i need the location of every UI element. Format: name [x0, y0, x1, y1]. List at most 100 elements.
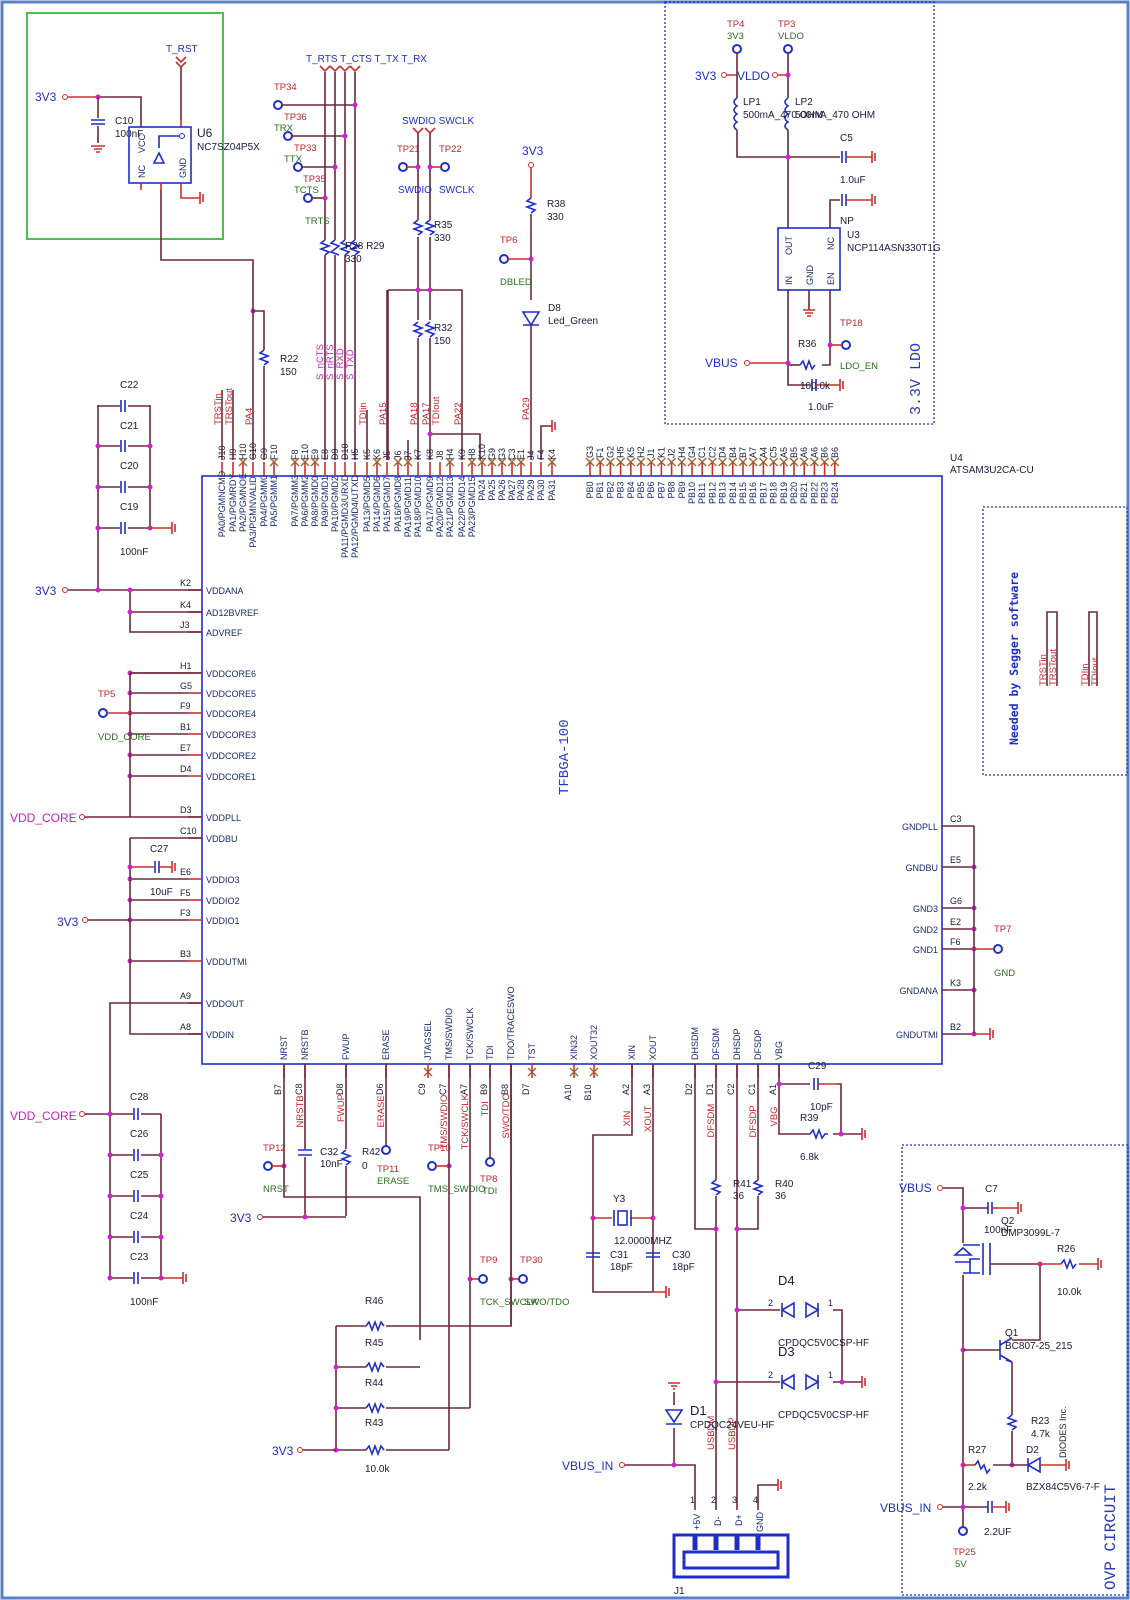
- q2-ref: Q2: [1001, 1216, 1015, 1227]
- c5-value: 1.0uF: [840, 175, 866, 186]
- u4-pb-pin-pb3: PB3: [616, 481, 626, 498]
- port-3v3: [62, 94, 68, 100]
- c29-value: 10pF: [810, 1102, 833, 1113]
- u4-ball-d9: D9: [330, 448, 340, 460]
- net-nrst: NRST: [263, 1184, 289, 1195]
- u4-pb-pin-pb0: PB0: [585, 481, 595, 498]
- no-connect-mark: [290, 457, 300, 467]
- u4-pin-vddcore2: VDDCORE2: [206, 751, 256, 761]
- u4-pin-name: PA9/PGMD1: [320, 476, 330, 527]
- u4-pin-vddpll: VDDPLL: [206, 813, 241, 823]
- d1-part: CPDQC24VEU-HF: [690, 1420, 774, 1431]
- net-tck-swclk: TCK_SWCLK: [480, 1297, 539, 1308]
- u4-pin-dhsdm: DHSDM: [690, 1027, 700, 1060]
- u4-pin-vddana: VDDANA: [206, 586, 244, 596]
- u4-ball-k2: K2: [180, 578, 191, 588]
- r36-ref: R36: [798, 339, 817, 350]
- tp34-label: TP34: [274, 82, 297, 93]
- c7-value: 100nF: [984, 1225, 1012, 1236]
- r46-ref: R46: [365, 1296, 384, 1307]
- u4-pb-ball: J1: [646, 448, 656, 458]
- u4-pb-ball: H4: [677, 446, 687, 458]
- no-connect-mark: [569, 1067, 579, 1077]
- no-connect-mark: [269, 457, 279, 467]
- tp6-label: TP6: [500, 235, 517, 246]
- u4-pb-pin-pb18: PB18: [769, 482, 779, 504]
- segger-tdiin: TDIin: [1080, 663, 1091, 686]
- c23-value: 100nF: [130, 1297, 158, 1308]
- u4-pin-name: PA8/PGMD0: [310, 476, 320, 527]
- u4-pb-ball: B5: [789, 447, 799, 458]
- no-connect-mark: [707, 457, 717, 467]
- no-connect-mark: [595, 457, 605, 467]
- u4-ball-e9: E9: [310, 449, 320, 460]
- r31-r32-value: 150: [434, 336, 451, 347]
- u4-pb-pin-pb7: PB7: [656, 481, 666, 498]
- u4-pb-pin-pb8: PB8: [667, 481, 677, 498]
- c29-ref: C29: [808, 1061, 827, 1072]
- u4-package: TFBGA-100: [557, 719, 573, 795]
- no-connect-mark: [830, 457, 840, 467]
- sig-usbdm: USBDM: [706, 1416, 717, 1450]
- decoupling-capacitor: [120, 400, 126, 412]
- no-connect-mark: [687, 457, 697, 467]
- tp3-label: TP3: [778, 19, 795, 30]
- ovp-title: OVP CIRCUIT: [1102, 1484, 1120, 1590]
- u6-pin-gnd: GND: [178, 158, 188, 179]
- swd-block: SWDIO SWCLK TP21 TP22 SWDIO SWCLK R35 33…: [387, 116, 481, 460]
- u4-ball-f4: F4: [536, 449, 546, 460]
- no-connect-mark: [547, 457, 557, 467]
- tp35-label: TP35: [303, 174, 326, 185]
- u4-right-pins: C3GNDPLLE5GNDBUG6GND3E2GND2F6GND1K3GNDAN…: [896, 814, 977, 1040]
- sig-s-txd: S_TXD: [345, 349, 356, 380]
- q1-ref: Q1: [1005, 1328, 1019, 1339]
- u4-ball-a7: A7: [459, 1084, 469, 1095]
- u4-pin-gndana: GNDANA: [899, 986, 938, 996]
- u6-ref: U6: [197, 126, 213, 140]
- sig-tms-swdio: TMS/SWDIO: [439, 1095, 450, 1150]
- pullup-resistor: [365, 1319, 385, 1333]
- d8-ref: D8: [548, 303, 561, 314]
- u4-pb-ball: B7: [738, 447, 748, 458]
- core-supply: TP5 VDD_CORE VDD_CORE C27 10uF 3V3: [10, 672, 202, 1114]
- d2-ref: D2: [1026, 1445, 1039, 1456]
- no-connect-mark: [677, 457, 687, 467]
- u4-ball-h5: H5: [350, 448, 360, 460]
- u4-left-pins: K2VDDANAK4AD12BVREFJ3ADVREFH1VDDCORE6G5V…: [127, 578, 259, 1040]
- u4-pin-name: PA20/PGMD12: [435, 476, 445, 537]
- u4-pb-ball: G4: [687, 446, 697, 458]
- d3-part: CPDQC5V0CSP-HF: [778, 1410, 869, 1421]
- u4-ball-h4: H4: [445, 448, 455, 460]
- r40-value: 36: [775, 1191, 787, 1202]
- u4-pb-ball: A5: [779, 447, 789, 458]
- ovp-net-vbus-in: VBUS_IN: [880, 1501, 931, 1515]
- u4-ball-d8: D8: [335, 1083, 345, 1095]
- u3-pin-gnd: GND: [805, 265, 815, 286]
- u4-pin-name: PA27: [507, 479, 517, 500]
- u4-pb-ball: A6: [809, 447, 819, 458]
- u4-pin-name: PA6/PGMM2: [300, 475, 310, 527]
- net-vdd-core-green: VDD_CORE: [98, 732, 151, 743]
- u3-pin-en: EN: [826, 272, 836, 285]
- decoupling-cap-ref: C24: [130, 1211, 149, 1222]
- u4-pb-pin-pb9: PB9: [677, 481, 687, 498]
- crystal-block: Y3 12.0000MHZ C31 18pF C30 18pF: [586, 1064, 695, 1298]
- no-connect-mark: [656, 457, 666, 467]
- u4-pin-name: PA22/PGMD14: [457, 476, 467, 537]
- no-connect-mark: [497, 457, 507, 467]
- no-connect-mark: [769, 457, 779, 467]
- j1-pin4: 4: [753, 1495, 758, 1505]
- ldo-net-3v3: 3V3: [695, 69, 717, 83]
- u4-pin-xout32: XOUT32: [589, 1025, 599, 1060]
- u4-pin-tdi: TDI: [485, 1046, 495, 1061]
- u4-ball-k10: K10: [477, 444, 487, 460]
- c-in-value: 1.0uF: [808, 402, 834, 413]
- no-connect-mark: [300, 457, 310, 467]
- u4-pb-pin-pb23: PB23: [820, 482, 830, 504]
- tp36-label: TP36: [284, 112, 307, 123]
- tp3-net: VLDO: [778, 31, 804, 42]
- sig-usbdp: USBDP: [727, 1417, 738, 1450]
- tp8-label: TP8: [480, 1174, 497, 1185]
